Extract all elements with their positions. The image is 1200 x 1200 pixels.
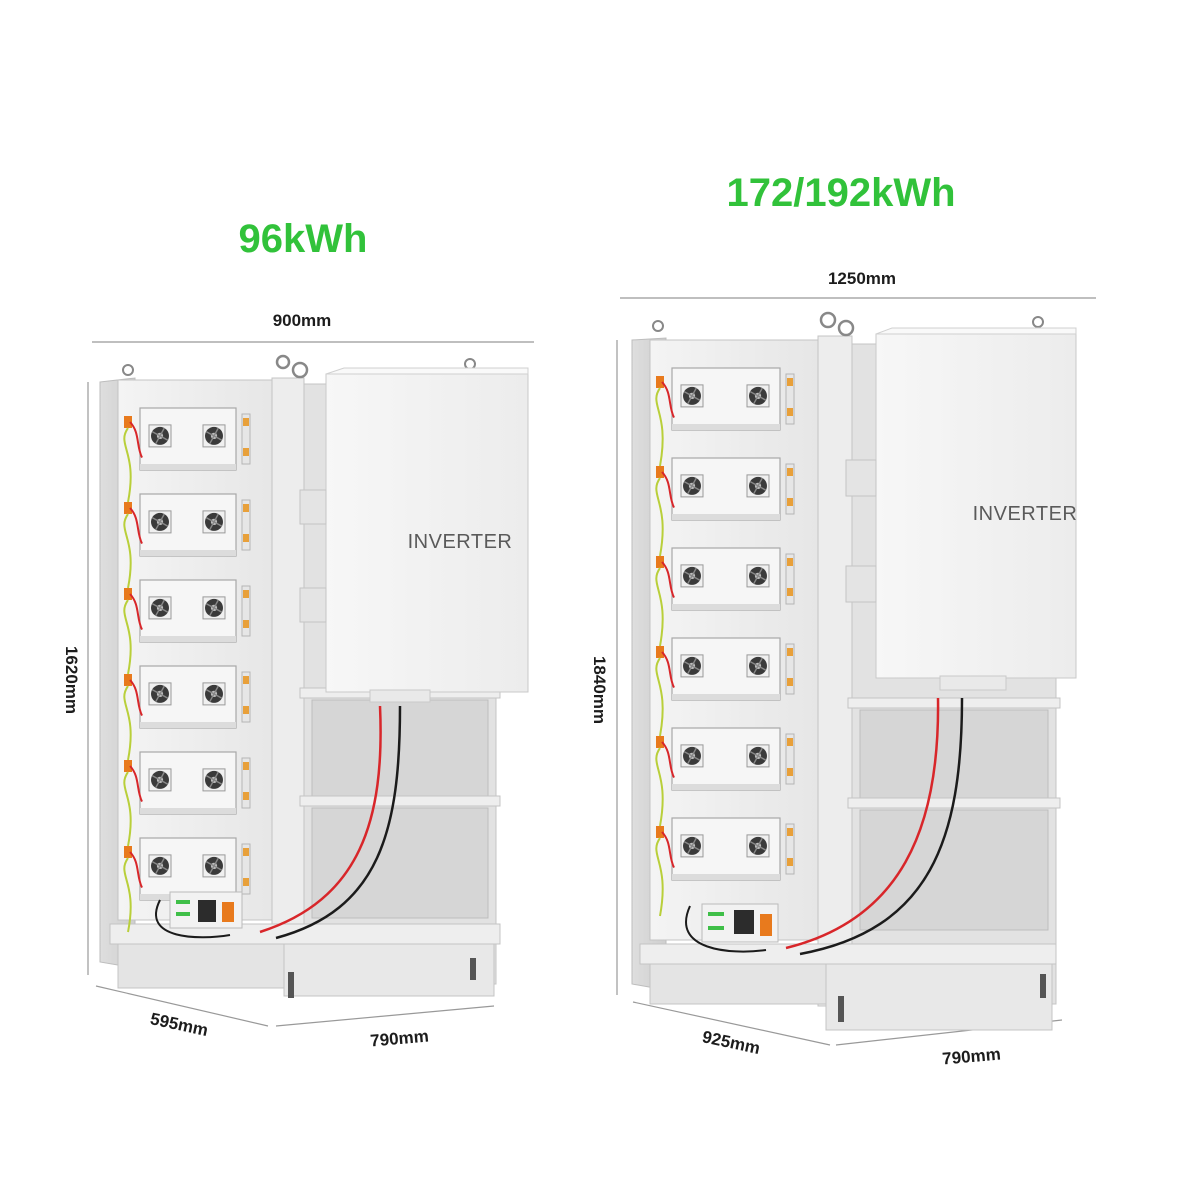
fan-icon [680,834,704,858]
connector-icon [656,376,664,388]
right-height-label: 1840mm [590,656,609,724]
fan-icon [680,744,704,768]
battery-module [655,637,795,737]
connector-icon [656,826,664,838]
left-battery-modules [123,407,251,933]
right-black-cable [799,697,964,956]
left-cabinet: INVERTER [87,341,534,1027]
fan-icon [680,474,704,498]
fan-icon [746,564,770,588]
fan-icon [202,768,226,792]
battery-module [123,665,251,761]
left-depth-dimension-line [95,985,269,1027]
left-depth-label: 595mm [149,1009,210,1040]
right-width-label: 1250mm [828,269,896,288]
connector-icon [124,846,132,858]
fan-icon [746,834,770,858]
fan-icon [746,654,770,678]
left-height-label: 1620mm [62,646,81,714]
battery-module [655,817,795,917]
fan-icon [746,744,770,768]
left-length-label: 790mm [369,1027,429,1051]
left-width-label: 900mm [273,311,332,330]
fan-icon [680,654,704,678]
fan-icon [148,682,172,706]
right-battery-modules [655,367,795,917]
fan-icon [680,564,704,588]
left-inverter-label: INVERTER [408,531,513,553]
fan-icon [202,424,226,448]
right-inverter-label: INVERTER [973,503,1078,525]
right-depth-label: 925mm [701,1027,762,1058]
fan-icon [202,854,226,878]
fan-icon [148,510,172,534]
battery-module [123,493,251,589]
battery-module [655,367,795,467]
right-inverter-box [875,333,1077,679]
battery-module [655,547,795,647]
right-capacity-label: 172/192kWh [726,171,955,215]
connector-icon [656,736,664,748]
fan-icon [148,854,172,878]
battery-module [123,751,251,847]
fan-icon [202,510,226,534]
connector-icon [124,502,132,514]
fan-icon [148,768,172,792]
connector-icon [124,416,132,428]
right-red-cable [785,697,940,950]
fan-icon [680,384,704,408]
battery-module [123,407,251,503]
fan-icon [148,424,172,448]
right-length-label: 790mm [941,1045,1001,1069]
left-red-cable [259,705,382,934]
battery-module [655,727,795,827]
connector-icon [656,646,664,658]
fan-icon [148,596,172,620]
fan-icon [746,384,770,408]
connector-icon [124,588,132,600]
fan-icon [202,682,226,706]
left-length-dimension-line [275,1005,495,1027]
right-depth-dimension-line [632,1001,831,1046]
battery-module [655,457,795,557]
connector-icon [124,760,132,772]
fan-icon [746,474,770,498]
battery-module [123,579,251,675]
left-capacity-label: 96kWh [239,217,368,261]
connector-icon [656,556,664,568]
connector-icon [124,674,132,686]
connector-icon [656,466,664,478]
battery-module [123,837,251,933]
fan-icon [202,596,226,620]
left-black-cable [275,705,402,940]
right-cabinet: INVERTER [616,297,1096,1046]
